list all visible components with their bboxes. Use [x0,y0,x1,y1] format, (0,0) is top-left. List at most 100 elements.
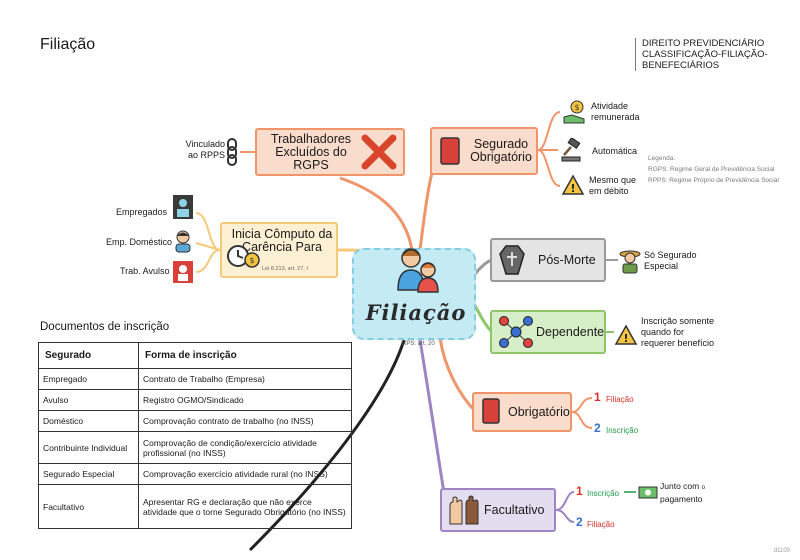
table-cell: Comprovação de condição/exercício ativid… [138,431,352,464]
table-cell: Contribuinte Individual [38,431,139,464]
carencia-law-ref: Lei 8.213, art. 27, I [262,266,308,272]
gavel-icon [561,138,581,162]
segurado-item-debito: Mesmo que em débito [589,175,636,197]
warning-icon: ! [614,324,638,345]
dependente-node[interactable]: Dependente [490,310,606,354]
svg-text:$: $ [574,103,579,112]
red-card-icon [482,398,500,424]
center-node-filiacao[interactable]: Filiação [352,248,476,340]
employee-icon [173,195,193,219]
table-row: Doméstico Comprovação contrato de trabal… [38,410,352,432]
svg-text:$: $ [249,256,254,265]
dependente-note: Inscrição somente quando for requerer be… [641,316,714,349]
obrigatorio-step-filiacao: Filiação [606,395,634,404]
subject-line: CLASSIFICAÇÃO-FILIAÇÃO- [642,49,768,60]
carencia-item-empregados: Empregados [116,207,168,217]
excluded-workers-label: Trabalhadores Excluídos do RGPS [270,131,352,172]
documents-heading: Documentos de inscrição [40,321,170,333]
coffin-icon [499,245,525,275]
avulso-worker-icon [173,261,193,283]
subject-line: BENEFECIÁRIOS [642,60,720,71]
red-card-icon [440,137,460,165]
carencia-item-avulso: Trab. Avulso [120,266,170,276]
note-line: Junto com [660,481,700,491]
step-number-1: 1 [576,484,583,498]
table-row: Facultativo Apresentar RG e declaração q… [38,484,352,529]
farmer-icon [619,250,641,274]
legend-title: Legenda: [648,155,676,162]
page-title: Filiação [40,36,96,53]
subject-line: DIREITO PREVIDENCIáRIO [642,38,765,49]
step-number-1: 1 [594,390,601,404]
legend-item: RPPS: Regime Próprio de Previdência Soci… [648,177,779,184]
note-line: o [701,485,705,491]
carencia-label: Inicia Cômputo da Carência Para [231,227,333,254]
linked-line: ao RPPS [187,150,225,160]
segurado-item-automatica: Automática [592,146,638,156]
table-cell: Doméstico [38,410,139,432]
legend: Legenda: RGPS: Regime Geral de Previdênc… [648,153,779,186]
cash-icon [638,486,658,499]
item-line: em débito [589,186,629,196]
excluded-workers-node[interactable]: Trabalhadores Excluídos do RGPS [255,128,405,176]
center-title: Filiação [365,300,467,325]
chain-link-icon [227,138,237,166]
red-x-icon [361,134,397,170]
table-row: Contribuinte Individual Comprovação de c… [38,431,352,464]
note-line: Especial [644,261,679,271]
domestic-worker-icon [175,230,191,253]
obrigatorio-step-inscricao: Inscrição [606,426,639,435]
obrigatorio-label: Obrigatório [508,404,570,419]
column-header-segurado: Segurado [38,342,139,369]
raised-hands-icon [449,495,479,525]
page-code: d1100 [773,548,790,554]
carencia-item-domestico: Emp. Doméstico [106,237,173,247]
item-line: remunerada [591,112,640,122]
table-cell: Comprovação exercício atividade rural (n… [138,463,352,485]
segurado-obrigatorio-label: Segurado Obrigatório [470,137,532,164]
table-cell: Empregado [38,368,139,390]
svg-text:!: ! [623,332,628,345]
step-number-2: 2 [576,515,583,529]
note-line: Só Segurado [644,250,697,260]
people-network-icon [499,316,533,348]
note-line: quando for [641,327,685,337]
table-cell: Contrato de Trabalho (Empresa) [138,368,352,390]
facultativo-step-inscricao: Inscrição [587,489,620,498]
pos-morte-label: Pós-Morte [538,252,596,267]
table-cell: Apresentar RG e declaração que não exerc… [138,484,352,529]
table-cell: Comprovação contrato de trabalho (no INS… [138,410,352,432]
table-row: Empregado Contrato de Trabalho (Empresa) [38,368,352,390]
table-row: Segurado Especial Comprovação exercício … [38,463,352,485]
dependente-label: Dependente [536,324,605,339]
subject-header: DIREITO PREVIDENCIáRIO CLASSIFICAÇÃO-FIL… [635,38,795,71]
facultativo-note: Junto com o pagamento [660,481,705,505]
warning-icon: ! [561,174,585,195]
step-number-2: 2 [594,421,601,435]
legend-item: RGPS: Regime Geral de Previdência Social [648,166,775,173]
table-cell: Avulso [38,389,139,411]
documents-table: Segurado Forma de inscrição Empregado Co… [38,342,352,529]
column-header-forma: Forma de inscrição [138,342,352,369]
segurado-item-atividade: Atividade remunerada [591,101,640,123]
facultativo-step-filiacao: Filiação [587,520,615,529]
center-ref: RPS: art. 20 [402,341,435,347]
table-cell: Registro OGMO/Sindicado [138,389,352,411]
table-cell: Segurado Especial [38,463,139,485]
linked-rpps-label: Vinculado ao RPPS [181,139,225,161]
table-row: Avulso Registro OGMO/Sindicado [38,389,352,411]
table-cell: Facultativo [38,484,139,529]
note-line: requerer benefício [641,338,715,348]
family-icon [397,248,439,293]
money-hand-icon: $ [563,100,585,124]
facultativo-label: Facultativo [484,502,545,517]
pos-morte-note: Só Segurado Especial [644,250,697,272]
note-line: Inscrição somente [641,316,715,326]
linked-line: Vinculado [185,139,225,149]
clock-coin-icon: $ [227,245,260,268]
svg-text:!: ! [570,182,575,195]
item-line: Mesmo que [589,175,637,185]
item-line: Atividade [591,101,629,111]
note-line: pagamento [660,494,703,504]
